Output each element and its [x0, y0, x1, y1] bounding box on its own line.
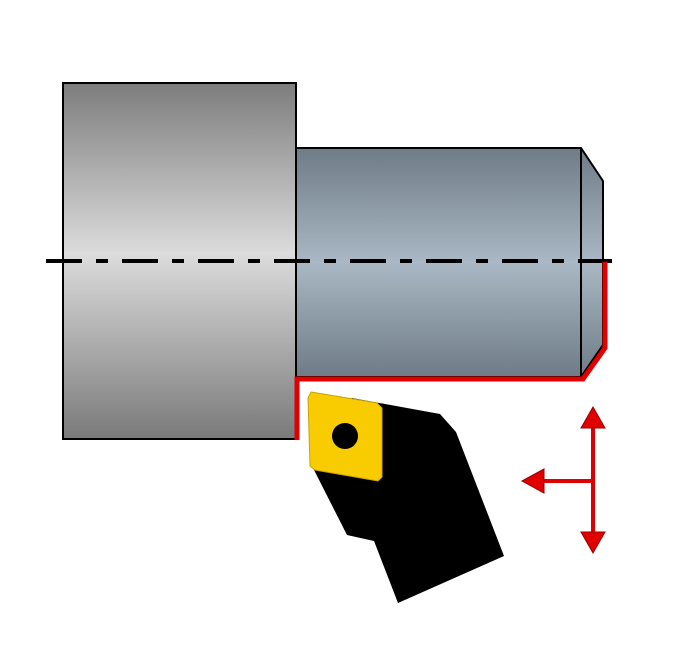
arrow-head-up	[580, 405, 606, 429]
feed-arrows	[520, 405, 606, 555]
insert-hole	[332, 423, 358, 449]
arrow-head-left	[520, 468, 545, 494]
machined-profile	[294, 262, 608, 440]
arrow-head-down	[580, 531, 606, 555]
